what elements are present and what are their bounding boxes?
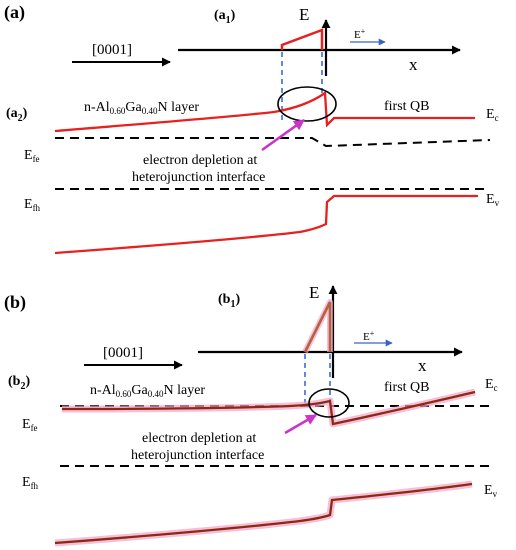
field-profile-b <box>303 301 332 353</box>
ev-label-b: Ev <box>484 483 498 499</box>
valence-band-a <box>54 194 478 255</box>
layer-label-a: n-Al0.60Ga0.40N layer <box>84 100 199 116</box>
subpanel-a2-label: (a2) <box>6 106 28 124</box>
depletion-text-a-line2: heterojunction interface <box>132 170 265 185</box>
panel-b: (b) (b1) [0001] E x E+ (b2) n-Al0.60Ga0.… <box>4 283 498 547</box>
x-axis-label-b: x <box>418 356 427 375</box>
subpanel-a1-label: (a1) <box>214 8 236 26</box>
first-qb-label-b: first QB <box>384 380 430 395</box>
depletion-pointer-arrow-a <box>261 118 305 152</box>
panel-b-label: (b) <box>4 292 26 313</box>
subpanel-b2-label: (b2) <box>8 374 30 392</box>
ec-label-a: Ec <box>486 107 499 123</box>
valence-band-b <box>54 482 473 545</box>
depletion-text-b-line2: heterojunction interface <box>131 448 264 463</box>
efe-label-b: Efe <box>22 417 38 433</box>
panel-a: (a) (a1) [0001] E x E+ (a2) n-Al0.60Ga0.… <box>4 2 500 255</box>
growth-direction-label-a: [0001] <box>92 42 132 58</box>
ec-label-b: Ec <box>485 377 498 393</box>
layer-label-b: n-Al0.60Ga0.40N layer <box>90 383 205 399</box>
e-axis-label-b: E <box>309 283 319 302</box>
field-profile-a <box>280 28 324 50</box>
subpanel-b1-label: (b1) <box>218 292 240 310</box>
e-axis-label-a: E <box>299 5 309 24</box>
depletion-pointer-arrow-b <box>284 413 317 435</box>
conduction-band-a <box>54 90 475 133</box>
ev-label-a: Ev <box>486 192 500 208</box>
electron-quasi-fermi-level-a <box>55 137 491 148</box>
depletion-text-a-line1: electron depletion at <box>143 153 257 168</box>
efh-label-b: Efh <box>22 475 39 491</box>
x-axis-label-a: x <box>409 55 418 74</box>
field-label-a: E+ <box>354 27 366 41</box>
efh-label-a: Efh <box>24 197 41 213</box>
growth-direction-label-b: [0001] <box>103 345 143 361</box>
depletion-text-b-line1: electron depletion at <box>142 431 256 446</box>
field-label-b: E+ <box>363 329 375 343</box>
depletion-highlight-ellipse-b <box>308 388 350 418</box>
depletion-highlight-ellipse-a <box>277 86 337 122</box>
efe-label-a: Efe <box>24 148 40 164</box>
panel-a-label: (a) <box>4 2 25 23</box>
first-qb-label-a: first QB <box>384 99 430 114</box>
